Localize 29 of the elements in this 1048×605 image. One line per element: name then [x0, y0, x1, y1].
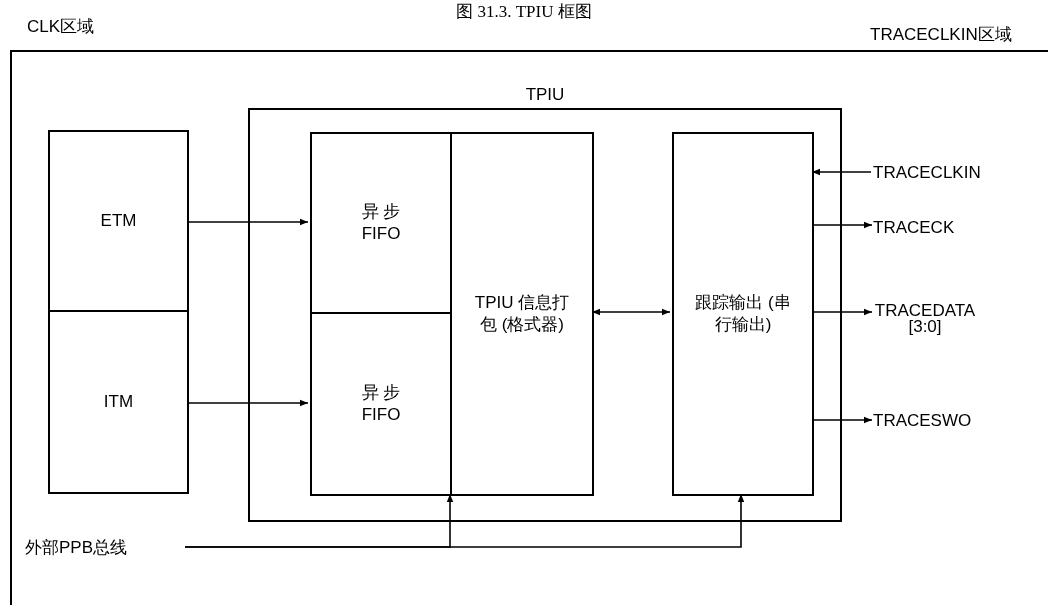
signal-label: TRACECLKIN — [873, 164, 1025, 182]
arrow — [811, 221, 873, 229]
arrow — [811, 168, 872, 176]
block-box — [310, 132, 452, 314]
block-label: ITM — [102, 390, 135, 413]
diagram-title: 图 31.3. TPIU 框图 — [455, 1, 593, 23]
block-box — [48, 310, 189, 494]
block-label: ETM — [99, 209, 138, 232]
arrow — [811, 416, 873, 424]
module-title: TPIU — [524, 84, 566, 106]
arrow — [184, 493, 745, 548]
block-label: 异 步 FIFO — [360, 200, 402, 245]
arrow — [811, 308, 873, 316]
block-box — [310, 312, 452, 496]
block-label: TPIU 信息打包 (格式器) — [473, 291, 571, 336]
block-label: 跟踪输出 (串行输出) — [694, 291, 792, 336]
region-label: TRACECLKIN区域 — [870, 24, 1012, 46]
arrow — [188, 399, 309, 407]
block-box — [672, 132, 814, 496]
signal-label: TRACESWO — [873, 412, 985, 430]
block-box — [450, 132, 594, 496]
signal-label: 外部PPB总线 — [25, 539, 175, 557]
arrow — [591, 308, 671, 316]
signal-label: TRACECK — [873, 219, 973, 237]
block-box — [48, 130, 189, 312]
signal-label: TRACEDATA [3:0] — [873, 303, 977, 337]
region-label: CLK区域 — [27, 16, 95, 38]
block-label: 异 步 FIFO — [360, 381, 402, 426]
arrow — [188, 218, 309, 226]
